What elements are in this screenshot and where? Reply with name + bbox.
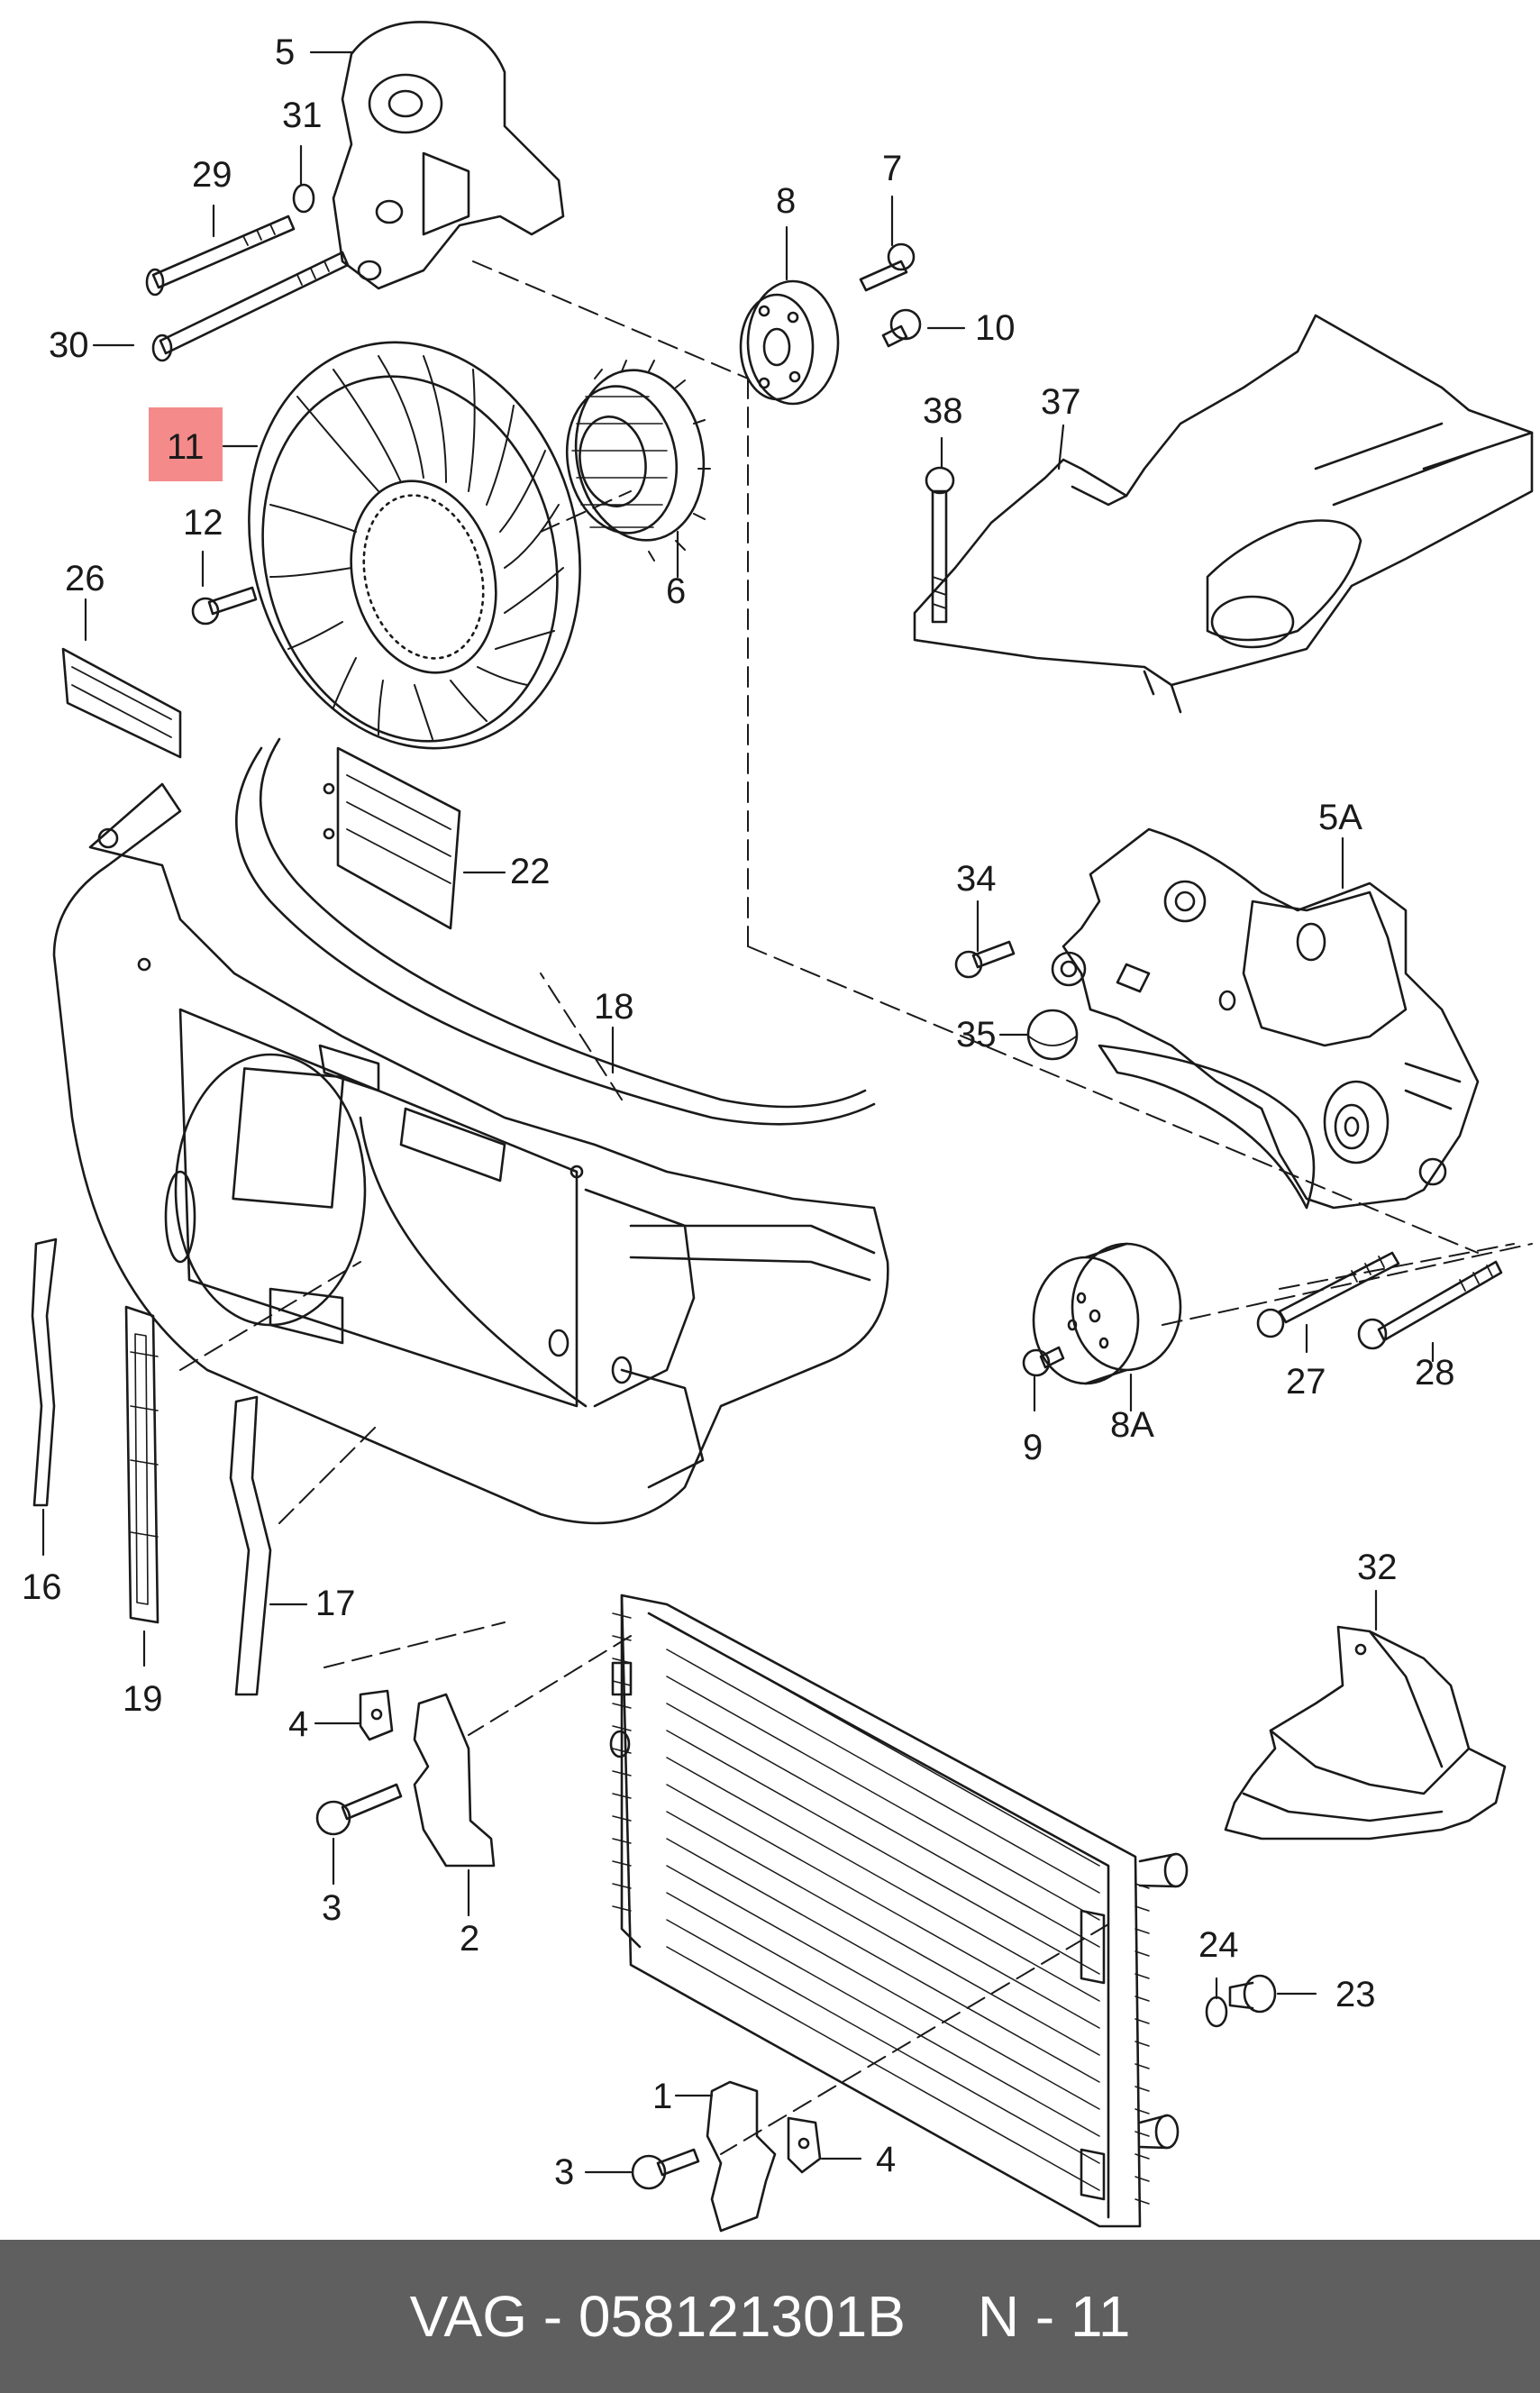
callout-12: 12 [183,503,223,543]
callout-24: 24 [1198,1925,1239,1965]
callout-10: 10 [975,308,1016,348]
callout-6: 6 [666,571,687,611]
callout-29: 29 [192,155,232,195]
callout-7: 7 [882,149,903,188]
lock-carrier-18 [54,739,888,1523]
cover-37 [915,315,1532,712]
callout-35: 35 [956,1015,997,1055]
callout-19: 19 [123,1679,163,1719]
callout-18: 18 [594,987,634,1027]
bolt-34 [956,942,1014,977]
bracket-5A [1052,829,1478,1208]
bolt-30 [153,252,348,361]
bracket-1 [707,2082,775,2231]
bolt-7 [861,244,914,290]
bolt-3-lower [633,2150,698,2188]
callout-38: 38 [923,391,963,431]
air-duct-32 [1226,1627,1505,1839]
callout-22: 22 [510,852,551,891]
callout-34: 34 [956,859,997,899]
pulley-8A [1034,1244,1180,1384]
bolt-38 [926,468,953,622]
callout-26: 26 [65,559,105,598]
clip-4-lower-hole [799,2139,808,2148]
bolt-28 [1359,1262,1501,1348]
part-number-text: VAG - 058121301B [409,2284,906,2349]
bolt-3-upper [317,1785,401,1834]
callout-30: 30 [49,325,89,365]
callout-11: 11 [167,427,205,467]
washer-31 [294,185,314,212]
seal-19 [126,1307,158,1622]
callout-8: 8 [776,181,797,221]
callout-27: 27 [1286,1362,1326,1402]
callout-16: 16 [22,1567,62,1607]
callout-23: 23 [1335,1975,1376,2014]
callout-2: 2 [460,1919,480,1959]
plug-35 [1028,1010,1077,1059]
clip-4-lower [788,2118,820,2172]
callout-5A: 5A [1318,798,1362,837]
bracket-2 [415,1694,494,1866]
clip-4-upper [360,1691,392,1740]
seal-26 [63,649,180,757]
radiator [611,1595,1187,2226]
seal-17 [231,1397,270,1694]
highlight-callout-11 [149,407,223,481]
callout-4-lower: 4 [876,2140,897,2179]
callout-3-upper: 3 [322,1888,342,1928]
callout-3-lower: 3 [554,2152,575,2192]
callout-32: 32 [1357,1548,1398,1587]
callout-9: 9 [1023,1428,1043,1467]
bolt-10 [883,310,920,346]
nut-23 [1230,1976,1275,2012]
fan-shroud-11 [205,305,624,786]
leader-lines [43,52,1433,2172]
callout-4-upper: 4 [288,1704,309,1744]
bolt-9 [1024,1347,1063,1375]
seal-16 [32,1239,56,1505]
part-number-footer: VAG - 058121301B N - 11 [0,2240,1540,2393]
callout-1: 1 [652,2077,673,2116]
callout-31: 31 [282,96,323,135]
bolt-27 [1258,1253,1399,1337]
bolt-29 [147,216,294,295]
bolt-12 [193,588,256,624]
clip-4-upper-hole [372,1710,381,1719]
callout-28: 28 [1415,1353,1455,1393]
assembly-dashed-lines [180,261,1532,2154]
callout-8A: 8A [1110,1405,1154,1445]
hub-8 [741,281,838,404]
callout-17: 17 [315,1584,356,1623]
bracket-5 [333,22,563,288]
air-guide-22 [324,748,460,928]
washer-24 [1207,1997,1226,2026]
exploded-parts-diagram [0,0,1540,2240]
callout-5: 5 [275,32,296,72]
reference-number-text: N - 11 [977,2284,1131,2349]
viscous-coupling-6 [556,360,717,561]
callout-37: 37 [1041,382,1081,422]
